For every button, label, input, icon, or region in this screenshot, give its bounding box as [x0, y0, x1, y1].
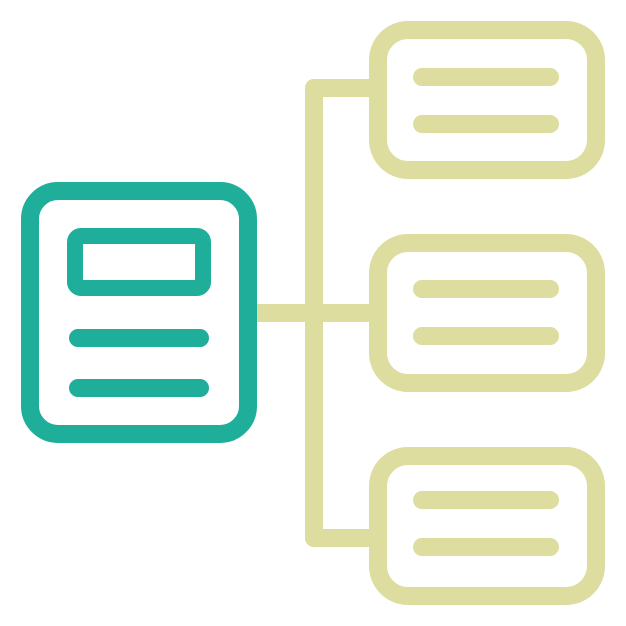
child-node-top: [369, 21, 605, 179]
child-node-frame: [369, 21, 605, 179]
child-node-bottom: [369, 447, 605, 605]
child-node-frame: [369, 234, 605, 392]
tree-connector-lines: [239, 79, 387, 547]
child-node-middle: [369, 234, 605, 392]
document-icon: [21, 182, 257, 443]
child-node-frame: [369, 447, 605, 605]
root-node-frame: [21, 182, 257, 443]
root-node-header-box: [67, 228, 211, 296]
